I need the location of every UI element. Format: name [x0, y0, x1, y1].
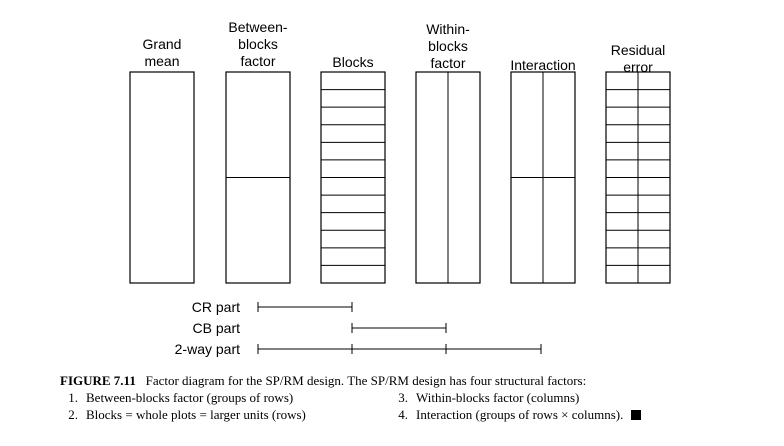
blocks-header: Blocks: [332, 54, 373, 70]
residual-error-header: Residual: [611, 42, 665, 58]
caption-item-1: 1.Between-blocks factor (groups of rows): [68, 390, 294, 405]
cr-part-label: CR part: [192, 299, 240, 315]
grand-mean-header: mean: [144, 53, 179, 69]
caption-item-2: 2.Blocks = whole plots = larger units (r…: [68, 407, 306, 422]
end-of-caption-mark: [631, 410, 642, 420]
grand-mean-header: Grand: [143, 36, 182, 52]
caption-item-3: 3.Within-blocks factor (columns): [398, 390, 580, 405]
between-blocks-factor-header: factor: [240, 53, 275, 69]
residual-error-header: error: [623, 59, 653, 75]
cb-part-label: CB part: [193, 320, 241, 336]
between-blocks-factor-header: blocks: [238, 36, 278, 52]
figure-caption: FIGURE 7.11 Factor diagram for the SP/RM…: [60, 372, 780, 423]
within-blocks-factor-header: blocks: [428, 38, 468, 54]
figure-label: FIGURE 7.11: [60, 373, 136, 388]
caption-item-4: 4.Interaction (groups of rows × columns)…: [390, 406, 642, 423]
interaction-header: Interaction: [510, 57, 575, 73]
within-blocks-factor-header: Within-: [426, 21, 470, 37]
between-blocks-factor-header: Between-: [228, 19, 287, 35]
grand-mean-box: [129, 71, 195, 284]
caption-text: Factor diagram for the SP/RM design. The…: [145, 373, 587, 388]
two-way-part-label: 2-way part: [175, 341, 240, 357]
within-blocks-factor-header: factor: [430, 55, 465, 71]
